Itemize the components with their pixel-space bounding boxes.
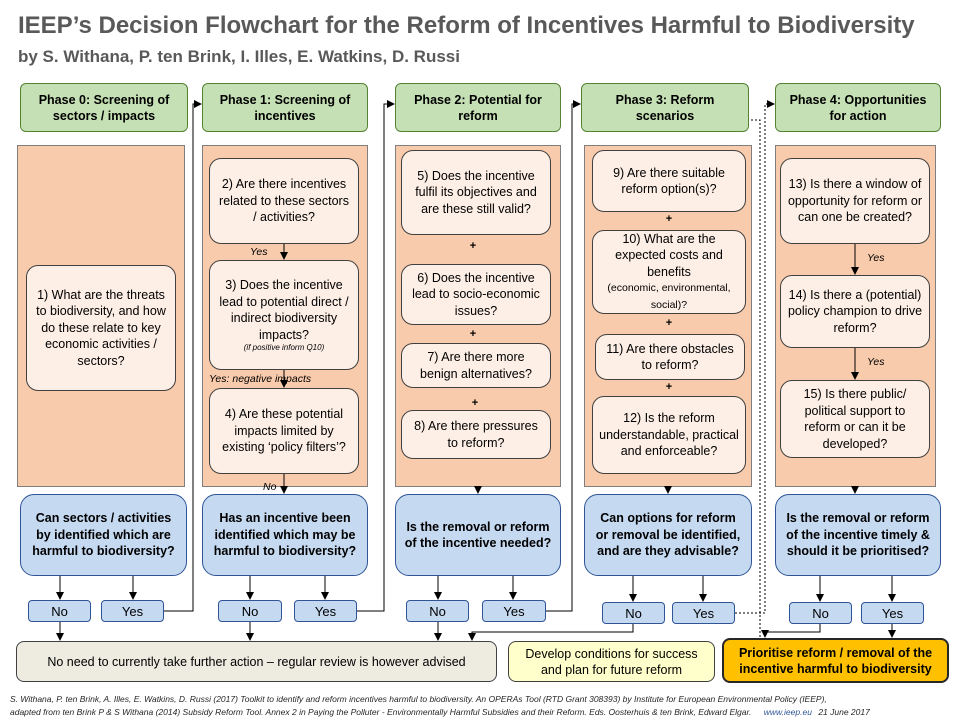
question-4: 4) Are these potential impacts limited b…	[209, 388, 359, 474]
question-9: 9) Are there suitable reform option(s)?	[592, 150, 746, 212]
citation-source: adapted from ten Brink P & S Withana (20…	[10, 707, 752, 717]
phase-3-yes-box: Yes	[672, 602, 735, 624]
dotted-link-to-develop	[751, 119, 761, 638]
phase-4-yes-box: Yes	[861, 602, 924, 624]
plus-sign: +	[665, 213, 673, 225]
question-8: 8) Are there pressures to reform?	[401, 410, 551, 459]
plus-sign: +	[471, 397, 479, 409]
authors-subtitle: by S. Withana, P. ten Brink, I. Illes, E…	[18, 47, 460, 66]
question-14: 14) Is there a (potential) policy champi…	[780, 275, 930, 348]
question-10-text: 10) What are the expected costs and bene…	[615, 231, 723, 279]
phase-1-header: Phase 1: Screening of incentives	[202, 83, 368, 132]
phase-0-header: Phase 0: Screening of sectors / impacts	[20, 83, 188, 132]
phase-2-header: Phase 2: Potential for reform	[395, 83, 561, 132]
question-7: 7) Are there more benign alternatives?	[401, 343, 551, 388]
phase-3-no-box: No	[602, 602, 665, 624]
no-label: No	[263, 481, 277, 493]
phase-3-header: Phase 3: Reform scenarios	[581, 83, 749, 132]
decision-phase-1: Has an incentive been identified which m…	[202, 494, 368, 576]
plus-sign: +	[469, 328, 477, 340]
arrow-phase0-yes-to-phase1	[164, 100, 202, 612]
arrow-phase4-no-to-develop	[761, 624, 821, 638]
question-15: 15) Is there public/ political support t…	[780, 380, 930, 458]
question-3: 3) Does the incentive lead to potential …	[209, 260, 359, 370]
decision-phase-0: Can sectors / activities by identified w…	[20, 494, 187, 576]
plus-sign: +	[665, 317, 673, 329]
decision-phase-3: Can options for reform or removal be ide…	[584, 494, 752, 576]
decision-phase-4: Is the removal or reform of the incentiv…	[775, 494, 941, 576]
arrow-phase1-yes-to-phase2	[357, 100, 395, 612]
plus-sign: +	[665, 381, 673, 393]
phase-0-no-box: No	[28, 600, 91, 622]
question-13: 13) Is there a window of opportunity for…	[780, 158, 930, 244]
phase-1-yes-box: Yes	[294, 600, 357, 622]
question-12: 12) Is the reform understandable, practi…	[592, 396, 746, 474]
prioritise-reform-outcome: Prioritise reform / removal of the incen…	[722, 638, 949, 683]
citation-line-1: S. Withana, P. ten Brink, A. Illes, E. W…	[10, 694, 827, 704]
question-3-note: (if positive inform Q10)	[243, 343, 325, 352]
decision-phase-2: Is the removal or reform of the incentiv…	[395, 494, 561, 576]
phase-0-yes-box: Yes	[101, 600, 164, 622]
phase-4-no-box: No	[789, 602, 852, 624]
plus-sign: +	[469, 240, 477, 252]
page-title: IEEP’s Decision Flowchart for the Reform…	[18, 12, 915, 39]
phase-4-header: Phase 4: Opportunities for action	[775, 83, 941, 132]
arrow-phase2-yes-to-phase3	[546, 100, 581, 612]
phase-2-yes-box: Yes	[482, 600, 546, 622]
question-6: 6) Does the incentive lead to socio-econ…	[401, 264, 551, 325]
question-10: 10) What are the expected costs and bene…	[592, 230, 746, 314]
footer-date: 21 June 2017	[818, 707, 870, 717]
question-5: 5) Does the incentive fulfil its objecti…	[401, 150, 551, 235]
yes-label: Yes	[867, 252, 885, 264]
question-3-text: 3) Does the incentive lead to potential …	[219, 278, 349, 342]
no-action-outcome: No need to currently take further action…	[16, 641, 497, 682]
phase-1-no-box: No	[218, 600, 282, 622]
question-10-note: (economic, environmental, social)?	[607, 282, 731, 311]
citation-line-2: adapted from ten Brink P & S Withana (20…	[10, 707, 870, 717]
question-11: 11) Are there obstacles to reform?	[595, 334, 745, 380]
arrow-phase3-no-to-outcome	[468, 624, 634, 641]
yes-label: Yes	[250, 246, 268, 258]
yes-label: Yes	[867, 356, 885, 368]
arrow-phase3-yes-to-phase4	[735, 100, 775, 614]
phase-2-no-box: No	[406, 600, 469, 622]
website-link[interactable]: www.ieep.eu	[763, 707, 812, 717]
question-2: 2) Are there incentives related to these…	[209, 158, 359, 244]
develop-conditions-outcome: Develop conditions for success and plan …	[508, 641, 715, 682]
question-1: 1) What are the threats to biodiversity,…	[26, 265, 176, 391]
